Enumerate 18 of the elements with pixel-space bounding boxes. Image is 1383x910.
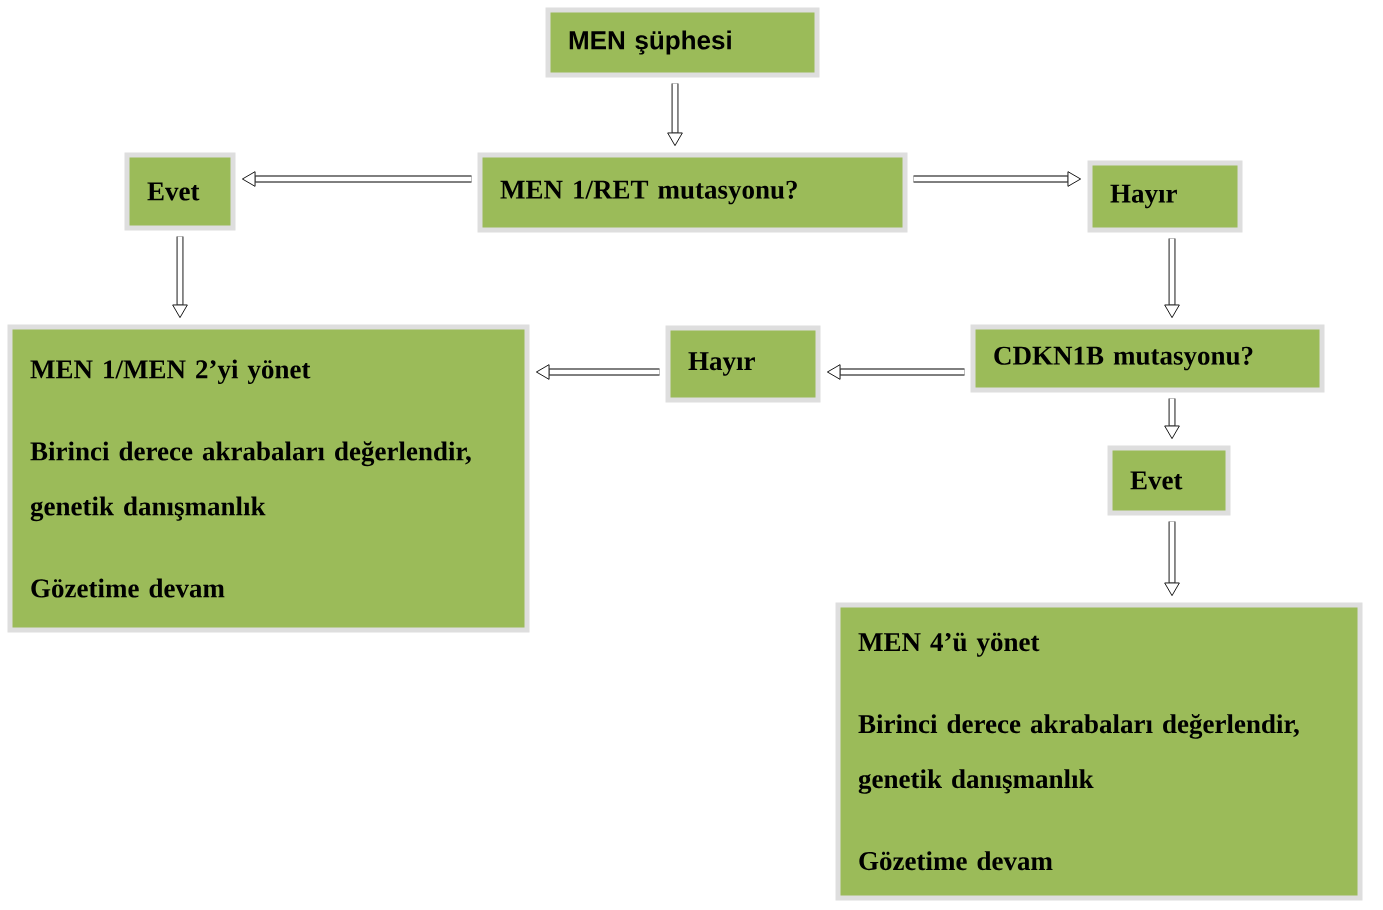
arrow (913, 171, 1082, 187)
arrow (535, 364, 660, 380)
process-box: MEN 1/RET mutasyonu? (477, 152, 908, 233)
arrow (667, 83, 683, 147)
process-box: MEN şüphesi (545, 7, 820, 78)
arrow (1164, 521, 1180, 597)
arrow (172, 236, 188, 319)
arrow (1164, 398, 1180, 440)
process-box: MEN 4’ü yönet Birinci derece akrabaları değerlendir, genetik danışmanlık Gözetime devam (835, 602, 1363, 901)
arrow (826, 364, 965, 380)
process-box: Evet (1107, 445, 1231, 516)
process-box: CDKN1B mutasyonu? (970, 324, 1325, 393)
arrow (241, 171, 472, 187)
arrow (1164, 238, 1180, 319)
process-box: Evet (124, 152, 236, 231)
process-box: Hayır (1087, 160, 1243, 233)
process-box: MEN 1/MEN 2’yi yönet Birinci derece akrabaları değerlendir, genetik danışmanlık Gözetime devam (7, 324, 530, 633)
process-box: Hayır (665, 325, 821, 403)
